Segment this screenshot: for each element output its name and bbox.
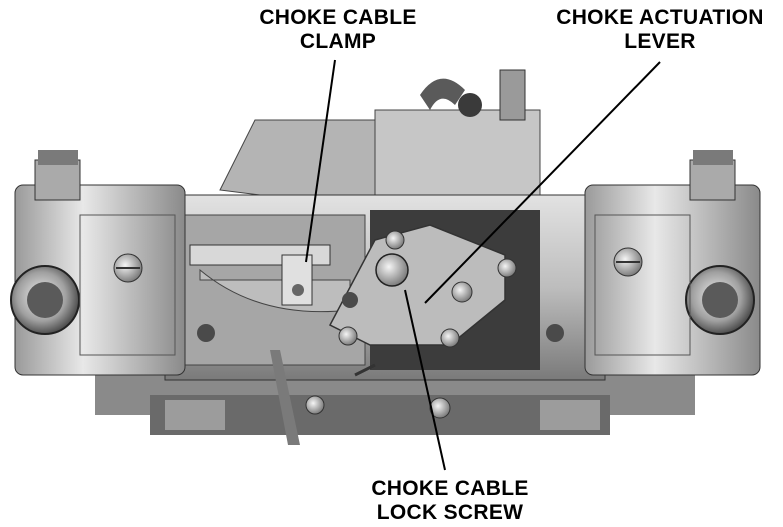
choke-linkage [189,224,564,445]
callout-choke-cable-lock-screw: CHOKE CABLE LOCK SCREW [350,477,550,525]
callout-line-1: CHOKE ACTUATION [556,6,764,29]
callout-choke-cable-clamp: CHOKE CABLE CLAMP [238,6,438,54]
callout-line-2: LEVER [624,30,696,53]
leader-line-actuation-lever [424,61,661,304]
leader-line-cable-clamp [305,59,336,263]
left-fuel-bowl [10,150,186,376]
callout-line-2: CLAMP [299,30,377,53]
leader-lines [305,59,661,471]
callout-line-1: CHOKE CABLE [371,477,529,500]
callout-line-1: CHOKE CABLE [259,6,417,29]
leader-line-lock-screw [404,289,446,471]
right-fuel-bowl [584,150,761,376]
callout-choke-actuation-lever: CHOKE ACTUATION LEVER [540,6,780,54]
air-horn [219,69,541,211]
callout-line-2: LOCK SCREW [376,501,524,524]
